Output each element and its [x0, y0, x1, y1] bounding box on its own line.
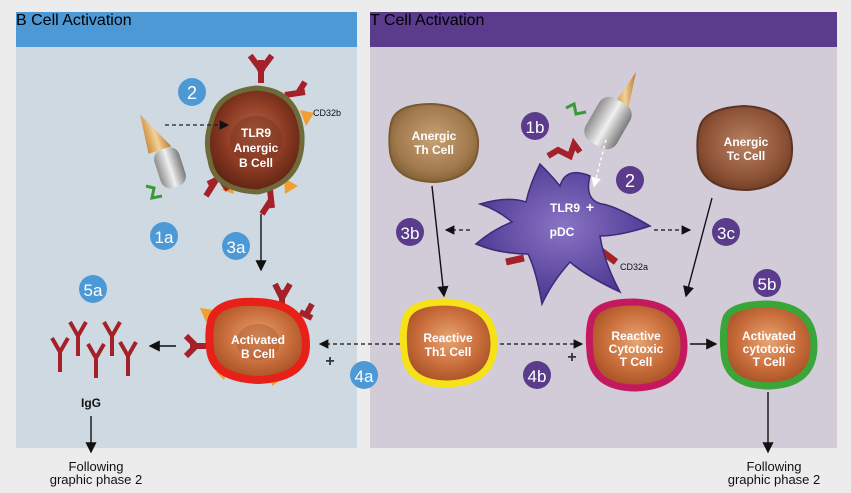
anergic-b-cell: TLR9 Anergic B Cell — [203, 53, 314, 216]
step-2-right: 2 — [616, 166, 644, 194]
activated-ctl-label-1: Activated — [742, 329, 796, 343]
svg-text:5b: 5b — [758, 275, 777, 294]
anergic-b-cell-label-3: B Cell — [239, 156, 273, 170]
anergic-tc-cell-label-1: Anergic — [724, 135, 769, 149]
anergic-th-cell-label-1: Anergic — [412, 129, 457, 143]
step-4b: 4b — [523, 361, 551, 389]
pdc-dendritic-cell: TLR9 + pDC — [474, 137, 652, 307]
anergic-tc-cell-label-2: Tc Cell — [727, 149, 765, 163]
igg-antibodies-icon — [50, 321, 138, 378]
anergic-b-cell-label-1: TLR9 — [241, 126, 271, 140]
igg-label: IgG — [81, 396, 101, 410]
b-cell-activation-title: B Cell Activation — [16, 12, 132, 29]
following-right-line-2: graphic phase 2 — [727, 472, 821, 487]
cd32a-label: CD32a — [620, 262, 648, 272]
following-phase-left: Following graphic phase 2 — [36, 460, 156, 486]
b-cell-panel — [16, 47, 357, 448]
svg-text:3a: 3a — [227, 238, 246, 257]
svg-text:3b: 3b — [401, 224, 420, 243]
reactive-ctl-label-1: Reactive — [611, 329, 661, 343]
pdc-tlr9-label: TLR9 — [550, 201, 580, 215]
activated-cytotoxic-t-cell: Activated cytotoxic T Cell — [719, 300, 818, 390]
svg-text:4a: 4a — [355, 367, 374, 386]
cd32b-label: CD32b — [313, 108, 341, 118]
step-5b: 5b — [753, 269, 781, 297]
anergic-th-cell-label-2: Th Cell — [414, 143, 454, 157]
activated-b-cell-label-2: B Cell — [241, 347, 275, 361]
svg-text:2: 2 — [625, 171, 635, 191]
pdc-plus-label: + — [586, 199, 594, 215]
step-1a: 1a — [150, 222, 178, 250]
step-3c: 3c — [712, 218, 740, 246]
step-2-left: 2 — [178, 78, 206, 106]
activated-b-cell: Activated B Cell — [183, 282, 315, 386]
activated-ctl-label-2: cytotoxic — [743, 342, 796, 356]
reactive-th1-label-2: Th1 Cell — [425, 345, 472, 359]
following-left-line-2: graphic phase 2 — [49, 472, 143, 487]
plus-right: + — [567, 349, 576, 366]
t-cell-activation-header: T Cell Activation — [370, 12, 837, 47]
anergic-th-cell: Anergic Th Cell — [388, 102, 480, 184]
step-3b: 3b — [396, 218, 424, 246]
svg-text:4b: 4b — [528, 367, 547, 386]
reactive-ctl-label-2: Cytotoxic — [609, 342, 664, 356]
svg-text:1a: 1a — [155, 228, 174, 247]
reactive-th1-label-1: Reactive — [423, 331, 473, 345]
activated-ctl-label-3: T Cell — [753, 355, 786, 369]
reactive-th1-cell: Reactive Th1 Cell — [399, 298, 498, 388]
step-3a: 3a — [222, 232, 250, 260]
following-right-line-1: Following — [746, 459, 802, 474]
following-phase-right: Following graphic phase 2 — [714, 460, 834, 486]
b-cell-activation-header: B Cell Activation — [16, 12, 357, 47]
anergic-b-cell-label-2: Anergic — [234, 141, 279, 155]
step-4a: 4a — [350, 361, 378, 389]
reactive-ctl-label-3: T Cell — [620, 355, 653, 369]
plus-left: + — [325, 353, 334, 370]
reactive-cytotoxic-t-cell: Reactive Cytotoxic T Cell — [585, 298, 688, 392]
cpg-projectile-icon-right — [565, 72, 636, 150]
svg-text:1b: 1b — [526, 118, 545, 137]
following-left-line-1: Following — [68, 459, 124, 474]
anergic-tc-cell: Anergic Tc Cell — [696, 104, 794, 192]
svg-text:5a: 5a — [84, 281, 103, 300]
svg-text:3c: 3c — [717, 224, 735, 243]
cpg-projectile-icon-left — [140, 114, 186, 200]
step-1b: 1b — [521, 112, 549, 140]
step-5a: 5a — [79, 275, 107, 303]
svg-text:2: 2 — [187, 83, 197, 103]
activated-b-cell-label-1: Activated — [231, 333, 285, 347]
pdc-label: pDC — [550, 225, 575, 239]
t-cell-activation-title: T Cell Activation — [370, 12, 485, 29]
